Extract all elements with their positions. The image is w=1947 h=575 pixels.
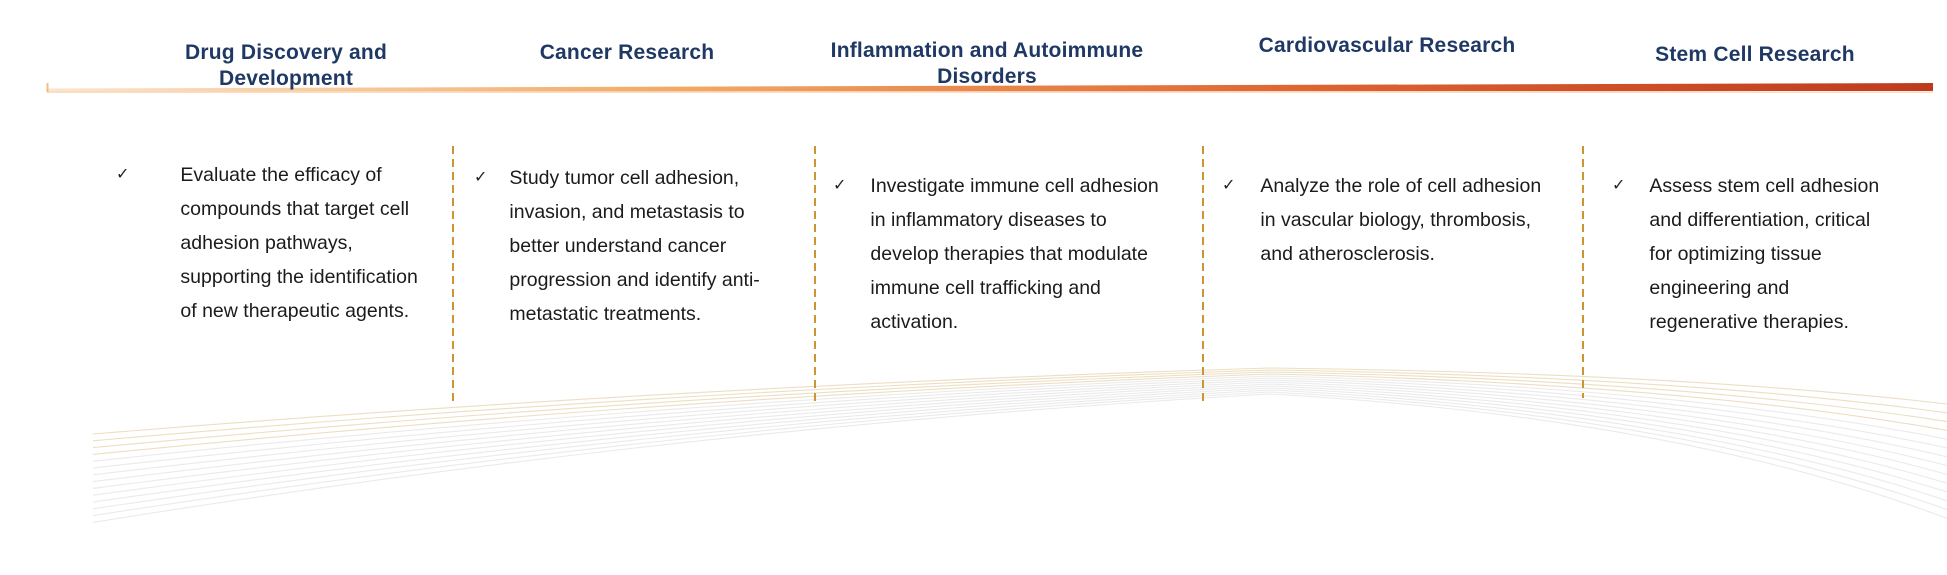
bullet-text-drug-discovery: Evaluate the efficacy of compounds that …	[180, 164, 418, 322]
accent-bar-left-tick	[46, 83, 49, 92]
bullet-text-inflammation: Investigate immune cell adhesion in infl…	[870, 175, 1159, 333]
checkmark-icon: ✓	[116, 166, 130, 183]
checkmark-icon: ✓	[833, 177, 847, 194]
checkmark-icon: ✓	[474, 169, 488, 186]
bullet-drug-discovery: ✓ Evaluate the efficacy of compounds tha…	[116, 158, 418, 328]
bullet-inflammation: ✓ Investigate immune cell adhesion in in…	[833, 169, 1159, 339]
heading-drug-discovery: Drug Discovery and Development	[185, 41, 387, 90]
wave-line	[92, 391, 1947, 517]
bullet-stem-cell: ✓ Assess stem cell adhesion and differen…	[1612, 169, 1879, 339]
heading-stem-cell: Stem Cell Research	[1655, 43, 1855, 66]
wave-line	[92, 375, 1947, 462]
wave-line	[92, 379, 1947, 476]
accent-bar-underline	[47, 91, 1933, 93]
wave-line	[92, 371, 1947, 449]
bullet-text-cardiovascular: Analyze the role of cell adhesion in vas…	[1260, 175, 1542, 265]
wave-line	[92, 387, 1947, 503]
wave-line	[92, 383, 1947, 489]
checkmark-icon: ✓	[1222, 177, 1236, 194]
checkmark-icon: ✓	[1612, 177, 1626, 194]
heading-inflammation: Inflammation and Autoimmune Disorders	[830, 39, 1144, 88]
wave-line	[92, 389, 1947, 510]
wave-line	[92, 367, 1947, 435]
heading-cardiovascular: Cardiovascular Research	[1258, 34, 1516, 57]
wave-line	[92, 385, 1947, 496]
wave-line	[92, 381, 1947, 483]
wave-line	[92, 369, 1947, 442]
wave-line	[92, 377, 1947, 469]
bullet-cardiovascular: ✓ Analyze the role of cell adhesion in v…	[1222, 169, 1541, 271]
gradient-accent-bar	[47, 83, 1933, 92]
wave-line	[92, 373, 1947, 455]
bullet-text-stem-cell: Assess stem cell adhesion and differenti…	[1649, 175, 1880, 333]
bullet-text-cancer-research: Study tumor cell adhesion, invasion, and…	[509, 167, 760, 325]
bullet-cancer-research: ✓ Study tumor cell adhesion, invasion, a…	[474, 161, 760, 331]
wave-line	[92, 393, 1947, 523]
heading-cancer-research: Cancer Research	[539, 41, 715, 64]
wave-pattern	[92, 367, 1947, 523]
